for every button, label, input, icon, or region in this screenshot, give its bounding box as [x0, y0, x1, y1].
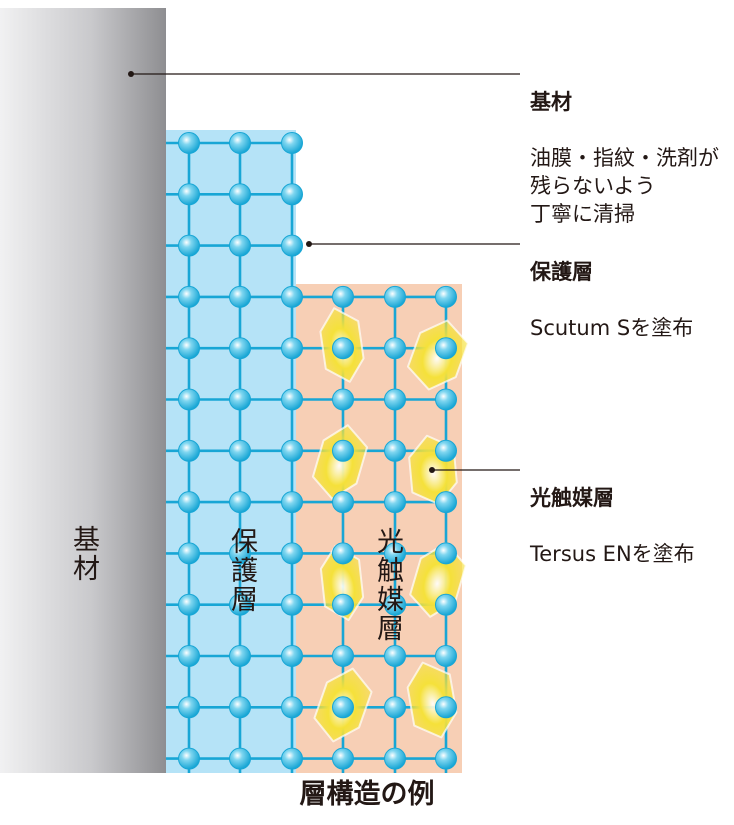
lattice-node — [281, 183, 303, 206]
lattice-node — [384, 491, 406, 514]
lattice-node — [332, 388, 354, 411]
lattice-node — [229, 285, 251, 308]
lattice-node — [281, 285, 303, 308]
lattice-node — [384, 285, 406, 308]
lattice-node — [229, 388, 251, 411]
lattice-node — [178, 183, 200, 206]
lattice-node — [229, 234, 251, 257]
lattice-node — [281, 132, 303, 154]
lattice-node — [229, 747, 251, 770]
lattice-node — [229, 132, 251, 154]
lattice-node — [229, 337, 251, 360]
lattice-node — [435, 285, 457, 308]
lattice-node — [281, 645, 303, 667]
photocatalyst-leader — [429, 467, 520, 473]
lattice-node — [178, 542, 200, 565]
lattice-node — [332, 593, 354, 616]
photocatalyst-callout: 光触媒層 Tersus ENを塗布 — [530, 456, 695, 596]
lattice-node — [229, 542, 251, 565]
molecular-lattice-nodes — [178, 132, 457, 770]
photocatalyst-callout-title: 光触媒層 — [530, 486, 614, 510]
lattice-node — [178, 132, 200, 154]
lattice-node — [178, 337, 200, 360]
lattice-node — [435, 645, 457, 667]
protective-callout-description: Scutum Sを塗布 — [530, 316, 694, 340]
lattice-node — [332, 542, 354, 565]
lattice-node — [435, 388, 457, 411]
protective-leader — [306, 241, 520, 247]
lattice-node — [281, 747, 303, 770]
lattice-node — [384, 542, 406, 565]
photocatalyst-particle — [311, 424, 369, 500]
lattice-node — [435, 593, 457, 616]
figure-caption: 層構造の例 — [299, 779, 435, 810]
lattice-node — [435, 439, 457, 462]
lattice-node — [384, 645, 406, 667]
lattice-node — [178, 645, 200, 667]
lattice-node — [281, 491, 303, 514]
lattice-node — [435, 747, 457, 770]
lattice-node — [229, 593, 251, 616]
lattice-node — [435, 491, 457, 514]
lattice-node — [281, 388, 303, 411]
substrate-callout: 基材 油膜・指紋・洗剤が 残らないよう 丁寧に清掃 — [530, 60, 719, 256]
lattice-node — [229, 439, 251, 462]
protective-vertical-label: 保護層 — [226, 527, 257, 614]
lattice-node — [281, 439, 303, 462]
lattice-node — [332, 285, 354, 308]
lattice-node — [178, 491, 200, 514]
lattice-node — [229, 183, 251, 206]
lattice-node — [229, 645, 251, 667]
photocatalyst-callout-description: Tersus ENを塗布 — [530, 542, 695, 566]
lattice-node — [435, 337, 457, 360]
lattice-node — [178, 234, 200, 257]
photocatalyst-particle — [406, 661, 458, 739]
lattice-node — [281, 542, 303, 565]
substrate-vertical-label: 基材 — [68, 525, 99, 583]
lattice-node — [384, 337, 406, 360]
lattice-node — [281, 696, 303, 719]
substrate-callout-title: 基材 — [530, 90, 572, 114]
photocatalyst-vertical-label: 光触媒層 — [372, 527, 403, 643]
lattice-node — [384, 593, 406, 616]
lattice-node — [332, 747, 354, 770]
substrate-callout-description: 油膜・指紋・洗剤が 残らないよう 丁寧に清掃 — [530, 146, 719, 226]
lattice-node — [178, 747, 200, 770]
lattice-node — [384, 747, 406, 770]
lattice-node — [178, 388, 200, 411]
lattice-node — [384, 696, 406, 719]
lattice-node — [332, 439, 354, 462]
lattice-node — [332, 696, 354, 719]
lattice-node — [435, 696, 457, 719]
lattice-node — [178, 439, 200, 462]
lattice-node — [178, 285, 200, 308]
lattice-node — [229, 696, 251, 719]
lattice-node — [332, 337, 354, 360]
lattice-node — [384, 439, 406, 462]
lattice-node — [178, 593, 200, 616]
lattice-node — [281, 234, 303, 257]
lattice-node — [384, 388, 406, 411]
lattice-node — [332, 491, 354, 514]
lattice-node — [332, 645, 354, 667]
lattice-node — [178, 696, 200, 719]
protective-callout: 保護層 Scutum Sを塗布 — [530, 230, 693, 370]
lattice-node — [435, 542, 457, 565]
protective-callout-title: 保護層 — [530, 260, 593, 284]
lattice-node — [229, 491, 251, 514]
substrate-leader — [128, 71, 520, 77]
lattice-node — [281, 593, 303, 616]
lattice-node — [281, 337, 303, 360]
substrate-layer — [0, 8, 166, 773]
